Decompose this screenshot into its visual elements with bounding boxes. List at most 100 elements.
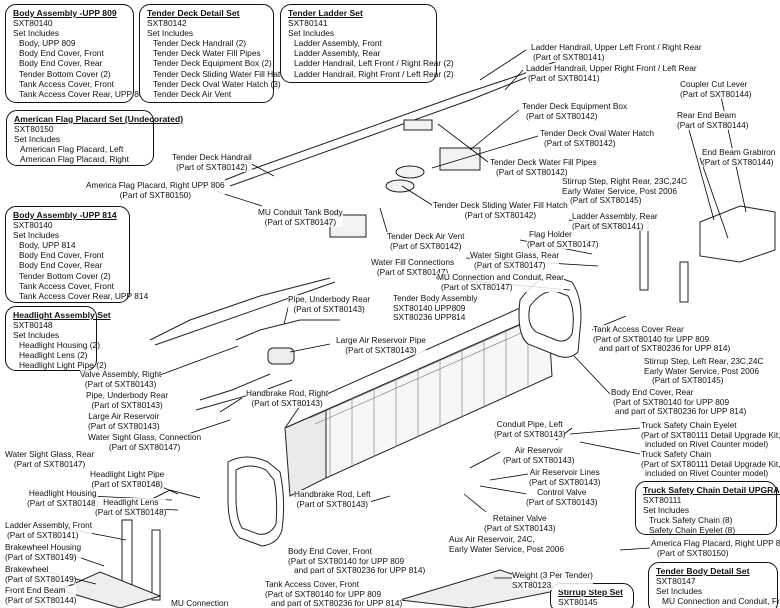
box-item: Body End Cover, Rear bbox=[19, 260, 103, 271]
box-line: SXT80141 bbox=[288, 18, 328, 29]
body-end-cover-front-art bbox=[227, 456, 285, 547]
callout-front-end-beam: Front End Beam(Part of SXT80144) bbox=[5, 585, 77, 606]
box-title: Tender Body Detail Set bbox=[656, 566, 750, 576]
callout-weight: Weight (3 Per Tender)SXT80123 bbox=[512, 570, 593, 591]
callout-headlight-housing: Headlight Housing(Part of SXT80148) bbox=[27, 488, 99, 509]
box-item: Tender Bottom Cover (2) bbox=[19, 68, 111, 79]
callout-water-sight-glass-connection: Water Sight Glass, Connection(Part of SX… bbox=[88, 432, 202, 453]
box-line: Set Includes bbox=[14, 134, 61, 145]
box-title: Tender Ladder Set bbox=[288, 8, 363, 18]
box-item: Tender Deck Air Vent bbox=[153, 88, 232, 99]
box-title: Headlight Assembly Set bbox=[13, 310, 111, 320]
callout-headlight-lens: Headlight Lens(Part of SXT80148) bbox=[95, 497, 167, 518]
box-title: Stirrup Step Set bbox=[558, 587, 623, 597]
callout-truck-safety-chain-eyelet: Truck Safety Chain Eyelet(Part of SXT801… bbox=[641, 420, 780, 450]
callout-pipe-underbody-rear-top: Pipe, Underbody Rear(Part of SXT80143) bbox=[288, 294, 371, 315]
tender-deck-detail-set-box: Tender Deck Detail Set SXT80142 Set Incl… bbox=[139, 4, 290, 103]
box-item: Tender Deck Water Fill Pipes bbox=[153, 48, 261, 59]
callout-tender-deck-air-vent: Tender Deck Air Vent(Part of SXT80142) bbox=[387, 231, 465, 252]
box-item: Ladder Assembly, Front bbox=[294, 38, 382, 49]
box-line: Set Includes bbox=[13, 230, 60, 241]
box-title: Truck Safety Chain Detail UPGRADE Kit bbox=[643, 485, 780, 495]
callout-control-valve: Control Valve(Part of SXT80143) bbox=[526, 487, 598, 508]
callout-water-sight-glass-rear: Water Sight Glass, Rear(Part of SXT80147… bbox=[5, 449, 95, 470]
box-item: Body End Cover, Front bbox=[19, 250, 104, 261]
box-title: Tender Deck Detail Set bbox=[147, 8, 240, 18]
box-title: Body Assembly -UPP 809 bbox=[13, 8, 117, 18]
box-item: Body End Cover, Front bbox=[19, 48, 104, 59]
callout-mu-conduit-tank-body: MU Conduit Tank Body(Part of SXT80147) bbox=[258, 207, 343, 228]
callout-water-fill-connections: Water Fill Connections(Part of SXT80147) bbox=[371, 257, 455, 278]
tender-ladder-set-box: Tender Ladder Set SXT80141 Set Includes … bbox=[280, 4, 454, 83]
callout-conduit-pipe-left: Conduit Pipe, Left(Part of SXT80143) bbox=[494, 419, 566, 440]
callout-tender-deck-handrail: Tender Deck Handrail(Part of SXT80142) bbox=[172, 152, 252, 173]
box-title: American Flag Placard Set (Undecorated) bbox=[14, 114, 184, 124]
callout-handbrake-rod-left: Handbrake Rod, Left(Part of SXT80143) bbox=[294, 489, 371, 510]
callout-retainer-valve: Retainer Valve(Part of SXT80143) bbox=[484, 513, 556, 534]
callout-large-air-reservoir: Large Air Reservoir(Part of SXT80143) bbox=[88, 411, 160, 432]
handrails-art bbox=[149, 59, 561, 346]
box-line: Set Includes bbox=[643, 505, 690, 516]
box-line: SXT80145 bbox=[558, 597, 598, 608]
callout-brakewheel: Brakewheel(Part of SXT80149) bbox=[5, 564, 77, 585]
box-item: Headlight Lens (2) bbox=[19, 350, 88, 361]
box-item: Tender Deck Equipment Box (2) bbox=[153, 58, 272, 69]
callout-ladder-assembly-front: Ladder Assembly, Front(Part of SXT80141) bbox=[5, 520, 93, 541]
box-item: Tank Access Cover Rear, UPP 814 bbox=[19, 290, 149, 301]
body-assembly-814-box: Body Assembly -UPP 814 SXT80140 Set Incl… bbox=[5, 206, 149, 303]
callout-america-flag-placard-809: America Flag Placard, Right UPP 809(Part… bbox=[651, 538, 780, 559]
box-item: Tank Access Cover, Front bbox=[19, 280, 114, 291]
underbody-piping-art bbox=[149, 319, 340, 501]
box-line: Set Includes bbox=[13, 28, 60, 39]
ladders-art bbox=[121, 217, 689, 601]
box-item: Ladder Assembly, Rear bbox=[294, 48, 381, 59]
safety-chain-kit-box: Truck Safety Chain Detail UPGRADE Kit SX… bbox=[635, 481, 780, 536]
box-item: Tender Bottom Cover (2) bbox=[19, 270, 111, 281]
box-line: SXT80150 bbox=[14, 124, 54, 135]
box-item: Tank Access Cover, Front bbox=[19, 78, 114, 89]
callout-headlight-light-pipe: Headlight Light Pipe(Part of SXT80148) bbox=[90, 469, 165, 490]
callout-aux-air-reservoir: Aux Air Reservoir, 24C,Early Water Servi… bbox=[449, 534, 564, 555]
callout-air-reservoir: Air Reservoir(Part of SXT80143) bbox=[503, 445, 575, 466]
box-item: Headlight Housing (2) bbox=[19, 340, 101, 351]
box-line: Set Includes bbox=[288, 28, 335, 39]
box-item: Ladder Handrail, Right Front / Left Rear… bbox=[294, 68, 454, 79]
tender-body-detail-set-box: Tender Body Detail Set SXT80147 Set Incl… bbox=[648, 562, 780, 608]
callout-tender-deck-sliding-hatch: Tender Deck Sliding Water Fill Hatch(Par… bbox=[433, 200, 568, 221]
callout-tank-access-cover-rear: Tank Access Cover Rear(Part of SXT80140 … bbox=[593, 324, 731, 354]
callout-america-flag-placard-806: America Flag Placard, Right UPP 806(Part… bbox=[86, 180, 225, 201]
box-item: Truck Safety Chain (8) bbox=[649, 515, 733, 526]
callout-mu-connection-conduit-rear: MU Connection and Conduit, Rear(Part of … bbox=[437, 272, 564, 293]
callout-body-end-cover-rear: Body End Cover, Rear(Part of SXT80140 fo… bbox=[611, 387, 747, 417]
body-assembly-809-box: Body Assembly -UPP 809 SXT80140 Set Incl… bbox=[5, 4, 148, 103]
flag-placard-set-box: American Flag Placard Set (Undecorated) … bbox=[6, 110, 184, 166]
callout-tank-access-cover-front: Tank Access Cover, Front(Part of SXT8014… bbox=[265, 579, 403, 608]
callout-valve-assembly-right: Valve Assembly, Right(Part of SXT80143) bbox=[80, 369, 162, 390]
box-item: Tender Deck Oval Water Hatch (3) bbox=[153, 78, 281, 89]
box-item: Safety Chain Eyelet (8) bbox=[649, 525, 736, 536]
callout-coupler-cut-lever: Coupler Cut Lever(Part of SXT80144) bbox=[680, 79, 752, 100]
callout-tender-deck-water-fill-pipes: Tender Deck Water Fill Pipes(Part of SXT… bbox=[490, 157, 597, 178]
callout-water-sight-glass-rear-top: Water Sight Glass, Rear(Part of SXT80147… bbox=[470, 250, 560, 271]
box-item: Ladder Handrail, Left Front / Right Rear… bbox=[294, 58, 454, 69]
callout-tender-deck-oval-hatch: Tender Deck Oval Water Hatch(Part of SXT… bbox=[540, 128, 655, 149]
box-line: SXT80140 bbox=[13, 220, 53, 231]
box-item: Tender Deck Sliding Water Fill Hatch bbox=[153, 68, 290, 79]
box-item: Body, UPP 814 bbox=[19, 240, 76, 251]
callout-air-reservoir-lines: Air Reservoir Lines(Part of SXT80143) bbox=[529, 467, 601, 488]
box-item: Body End Cover, Rear bbox=[19, 58, 103, 69]
rear-end-beam-art bbox=[699, 205, 776, 263]
callout-large-air-reservoir-pipe: Large Air Reservoir Pipe(Part of SXT8014… bbox=[336, 335, 426, 356]
callout-brakewheel-housing: Brakewheel Housing(Part of SXT80149) bbox=[5, 542, 82, 563]
callout-truck-safety-chain: Truck Safety Chain(Part of SXT80111 Deta… bbox=[641, 449, 780, 479]
box-item: Headlight Light Pipe (2) bbox=[19, 360, 107, 371]
callout-tender-deck-equipment-box: Tender Deck Equipment Box(Part of SXT801… bbox=[522, 101, 628, 122]
box-item: Body, UPP 809 bbox=[19, 38, 76, 49]
callout-handbrake-rod-right: Handbrake Rod, Right(Part of SXT80143) bbox=[246, 388, 329, 409]
box-line: SXT80142 bbox=[147, 18, 187, 29]
